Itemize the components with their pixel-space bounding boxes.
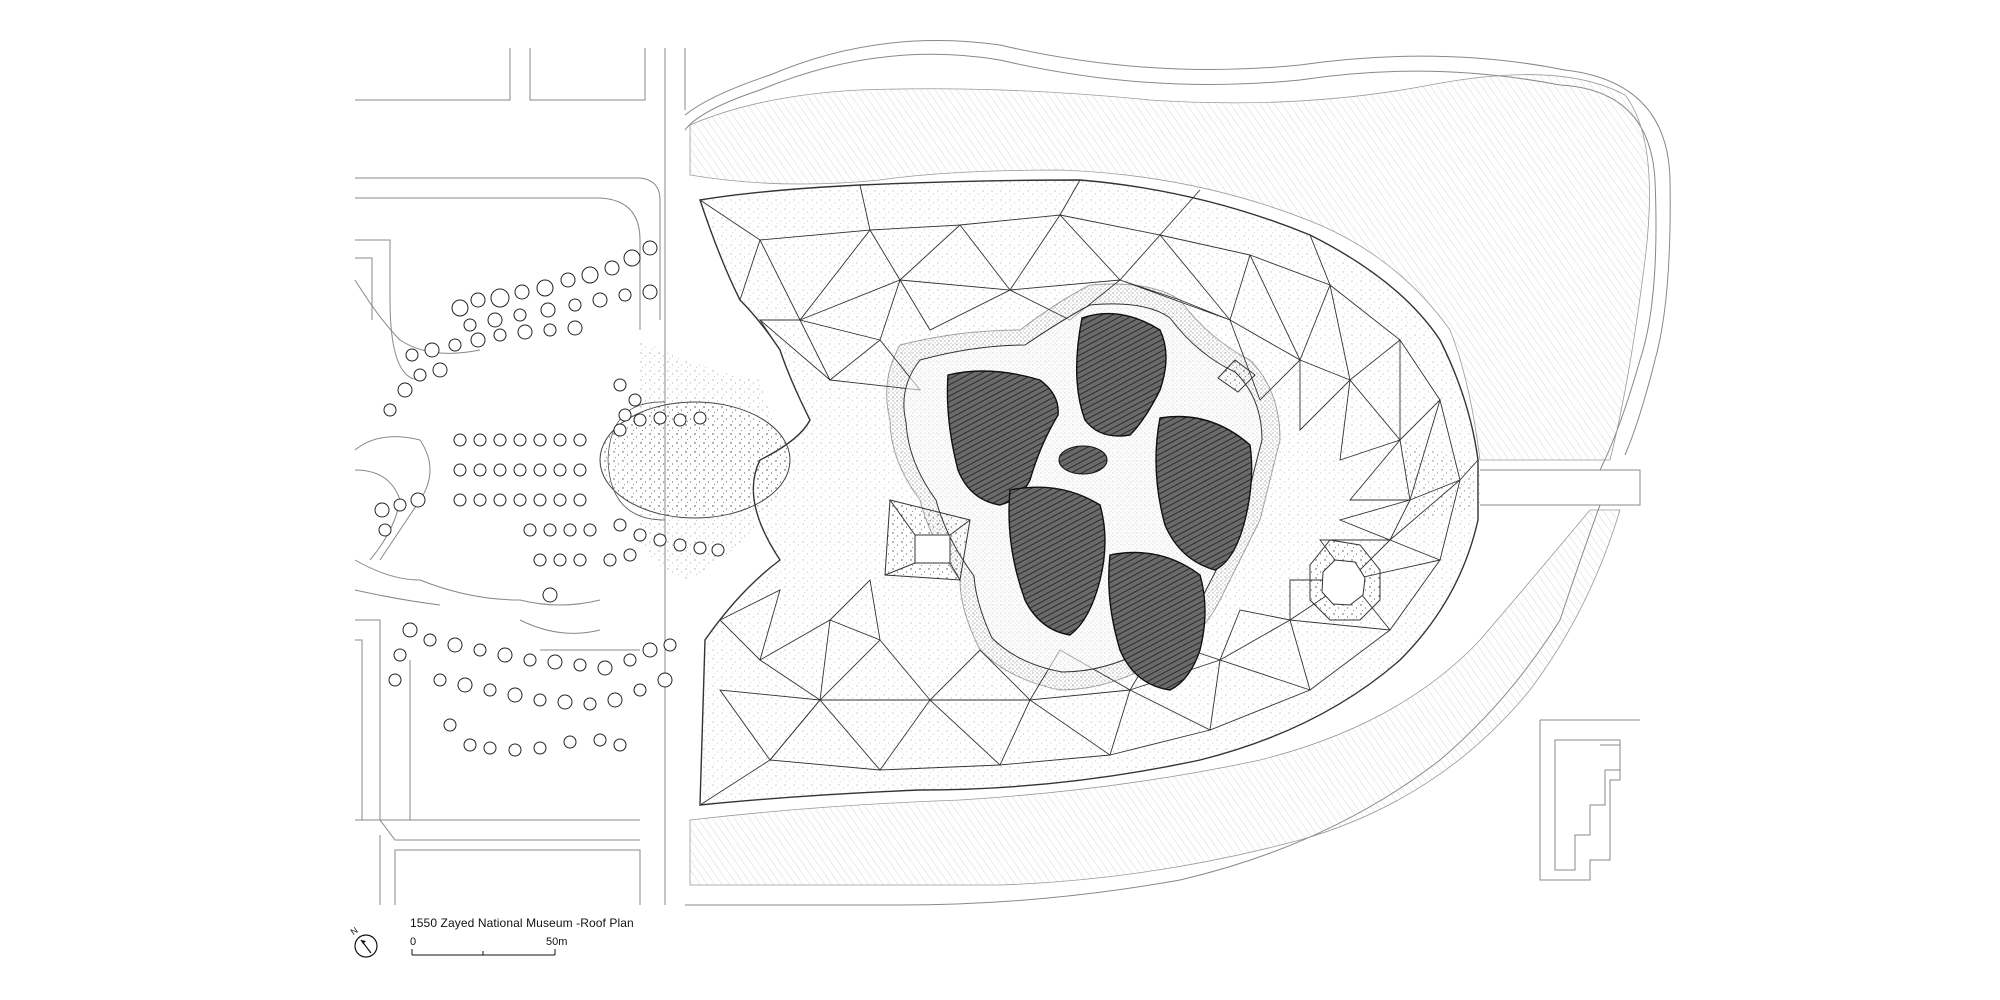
- scale-end-label: 50m: [546, 936, 568, 948]
- pavilion-tower-1: [946, 370, 1059, 506]
- trees: [374, 240, 725, 757]
- diamond-skylight: [1217, 359, 1256, 393]
- pavilion-tower-4: [1008, 486, 1106, 636]
- oval-skylight: [1058, 445, 1108, 475]
- street-network: [354, 48, 686, 905]
- north-water-band: [689, 74, 1650, 461]
- south-water-band: [689, 509, 1621, 886]
- scale-bar: [411, 949, 556, 956]
- oval-lawn: [599, 401, 791, 519]
- pavilion-tower-3: [1155, 415, 1253, 571]
- pavilion-tower-5: [1108, 551, 1206, 691]
- north-arrow-icon: N: [348, 925, 384, 964]
- scale-start-label: 0: [410, 936, 417, 948]
- pavilion-towers: [946, 312, 1253, 691]
- drawing-title: 1550 Zayed National Museum -Roof Plan: [410, 916, 634, 930]
- bridge: [1480, 469, 1641, 506]
- pavilion-tower-2: [1075, 312, 1167, 437]
- east-plaza: [1400, 440, 1480, 520]
- pyramid-skylight: [884, 499, 971, 581]
- octagon-skylight: [1309, 539, 1381, 621]
